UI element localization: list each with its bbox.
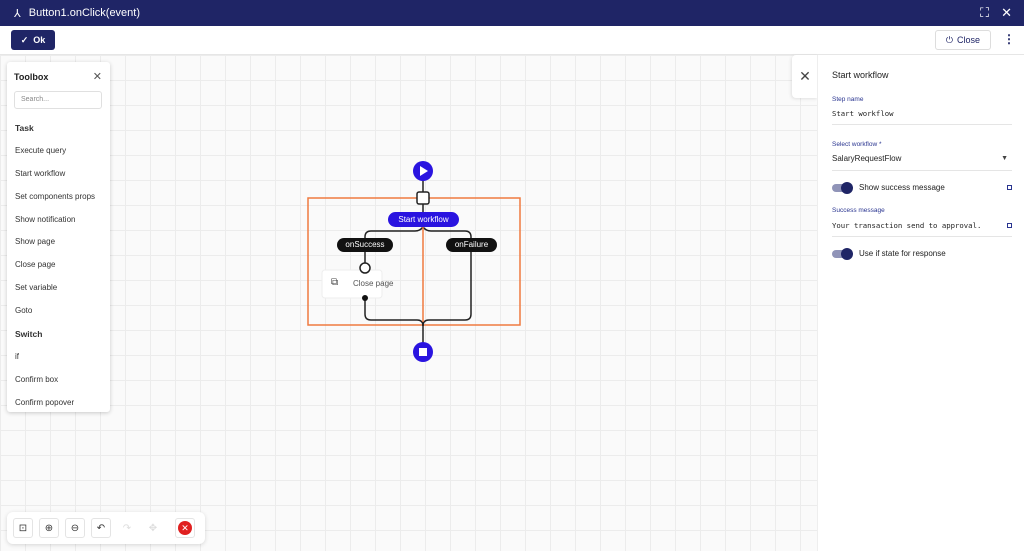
redo-icon: ↷: [122, 522, 132, 534]
toolbar: ✓Ok ⏻Close ⋮: [0, 26, 1024, 55]
on-success-label[interactable]: onSuccess: [345, 240, 385, 249]
expand-icon[interactable]: [1007, 185, 1012, 190]
toolbox-search-input[interactable]: Search...: [14, 91, 102, 109]
toolbox-item[interactable]: Goto: [15, 306, 33, 316]
show-success-label: Show success message: [859, 183, 945, 192]
toolbox-item[interactable]: Confirm box: [15, 374, 59, 384]
stop-icon: [419, 348, 427, 356]
toolbox-item[interactable]: Show page: [15, 237, 56, 247]
select-workflow-label: Select workflow *: [832, 141, 882, 148]
close-page-icon: ⧉: [331, 277, 339, 288]
properties-panel: Start workflow Step name Start workflow …: [817, 55, 1024, 551]
zoom-in-icon[interactable]: ⊕: [39, 518, 59, 538]
toolbox-item[interactable]: Show notification: [15, 214, 76, 224]
toolbox-section: Switch: [15, 329, 43, 340]
close-page-node: [321, 269, 383, 299]
toolbox-item[interactable]: Close page: [15, 260, 56, 270]
workflow-diagram: [307, 161, 521, 362]
start-workflow-label[interactable]: Start workflow: [398, 215, 449, 224]
workflow-canvas[interactable]: [0, 55, 817, 551]
fullscreen-icon[interactable]: ⛶: [979, 5, 990, 20]
use-if-state-label: Use if state for response: [859, 249, 946, 258]
undo-icon[interactable]: ↶: [91, 518, 111, 538]
ok-button[interactable]: ✓Ok: [11, 30, 55, 50]
dropdown-arrow-icon: ▼: [1001, 155, 1008, 162]
close-window-icon[interactable]: ✕: [1001, 5, 1012, 20]
panel-title: Start workflow: [832, 70, 889, 80]
flow-icon: ⅄: [14, 7, 21, 20]
close-icon[interactable]: ✕: [92, 71, 102, 83]
fit-view-icon[interactable]: ⊡: [13, 518, 33, 538]
toolbox-item[interactable]: Set variable: [15, 283, 58, 293]
play-icon: [420, 166, 428, 176]
close-panel-icon[interactable]: ✕: [792, 55, 818, 98]
toolbox-item[interactable]: Set components props: [15, 191, 96, 201]
check-icon: ✓: [20, 34, 29, 45]
toolbox-item[interactable]: if: [15, 351, 19, 361]
success-message-label: Success message: [832, 207, 885, 214]
on-success-node: [337, 238, 393, 252]
toolbox-item[interactable]: Confirm popover: [15, 397, 75, 407]
expand-icon[interactable]: [1007, 223, 1012, 228]
delete-icon[interactable]: ✕: [175, 518, 195, 538]
title-bar: ⅄ Button1.onClick(event) ⛶ ✕: [0, 0, 1024, 26]
workflow-select[interactable]: SalaryRequestFlow▼: [832, 154, 1012, 171]
more-menu-icon[interactable]: ⋮: [1003, 32, 1015, 46]
close-page-label[interactable]: Close page: [353, 279, 394, 288]
power-icon: ⏻: [945, 34, 954, 45]
expand-icon: ✥: [148, 522, 158, 534]
show-success-toggle[interactable]: [832, 182, 853, 194]
toolbox-item[interactable]: Execute query: [15, 145, 67, 155]
zoom-out-icon[interactable]: ⊖: [65, 518, 85, 538]
toolbox-title: Toolbox: [14, 72, 49, 82]
zoom-controls: ⊡ ⊕ ⊖ ↶ ↷ ✥ ✕: [7, 512, 205, 544]
on-failure-label[interactable]: onFailure: [454, 240, 489, 249]
toolbox-item[interactable]: Start workflow: [15, 168, 66, 178]
step-name-input[interactable]: Start workflow: [832, 109, 1012, 125]
window-title: Button1.onClick(event): [28, 7, 141, 19]
connector-node: [416, 191, 430, 205]
start-workflow-node: [388, 212, 459, 227]
success-message-input[interactable]: Your transaction send to approval.: [832, 221, 1012, 237]
on-failure-node: [446, 238, 497, 252]
toolbox-section: Task: [15, 123, 34, 133]
use-if-state-toggle[interactable]: [832, 248, 853, 260]
close-button[interactable]: ⏻Close: [935, 30, 991, 50]
selection-box: [307, 197, 521, 326]
step-name-label: Step name: [832, 96, 864, 103]
